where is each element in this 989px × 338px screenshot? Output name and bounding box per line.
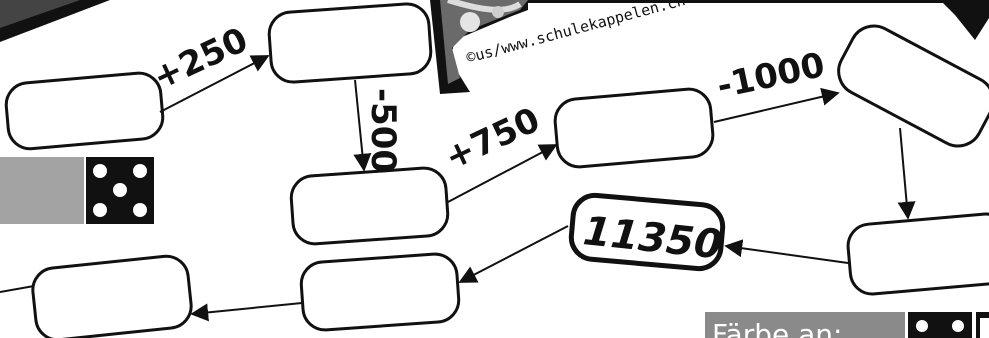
arrow-9: [0, 285, 35, 293]
start-box: [568, 192, 726, 272]
answer-box-7[interactable]: [299, 252, 461, 332]
top-right-corner: [940, 0, 989, 40]
operation-label-4: -1000: [714, 45, 829, 107]
operation-label-1: +250: [147, 20, 254, 98]
arrow-5: [897, 127, 916, 220]
arrow-4: [713, 87, 840, 123]
picture-panel: ©us/www.schulekappelen.ch: [430, 0, 687, 94]
operation-label-3: +750: [439, 100, 546, 178]
arrow-7: [458, 225, 569, 283]
answer-box-4[interactable]: [553, 87, 715, 169]
answer-box-6[interactable]: [846, 212, 989, 296]
answer-box-2[interactable]: [267, 2, 433, 84]
footer-label-background: [705, 312, 905, 338]
answer-box-5[interactable]: [830, 18, 989, 155]
answer-box-8[interactable]: [31, 254, 194, 338]
arrow-2: [353, 79, 372, 172]
corner-frame: [0, 0, 110, 42]
arrow-6: [724, 239, 849, 264]
operation-label-2: -500: [363, 88, 403, 173]
arrow-3: [447, 144, 558, 203]
arrow-1: [159, 55, 270, 113]
gray-color-swatch: [0, 157, 84, 224]
arrow-8: [190, 302, 303, 322]
dice-icon-bottom: [908, 312, 989, 338]
color-instruction-label: Färbe an:: [712, 318, 842, 338]
answer-box-1[interactable]: [4, 71, 165, 151]
answer-box-3[interactable]: [289, 166, 450, 246]
dice-five-icon: [86, 157, 154, 224]
